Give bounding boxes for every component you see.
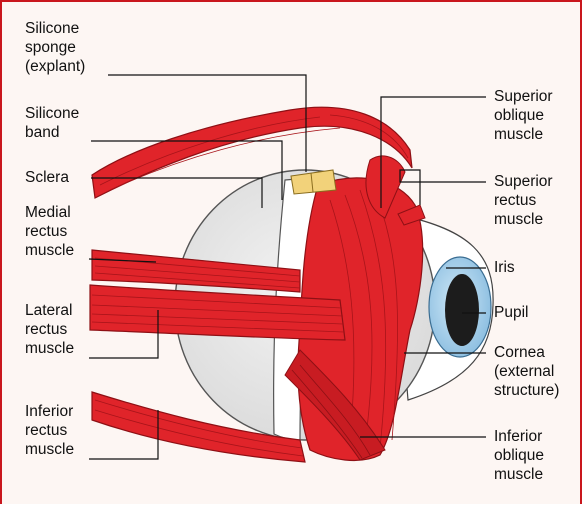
label-iris: Iris [494, 258, 515, 277]
label-silicone-sponge: Silicone sponge (explant) [25, 19, 85, 76]
label-pupil: Pupil [494, 303, 528, 322]
leader-superior-rectus [400, 170, 486, 205]
label-superior-rectus: Superior rectus muscle [494, 172, 553, 229]
label-silicone-band: Silicone band [25, 104, 79, 142]
label-cornea: Cornea (external structure) [494, 343, 559, 400]
label-lateral-rectus: Lateral rectus muscle [25, 301, 74, 358]
pupil-shape [445, 274, 479, 346]
label-superior-oblique: Superior oblique muscle [494, 87, 553, 144]
label-inferior-rectus: Inferior rectus muscle [25, 402, 74, 459]
label-medial-rectus: Medial rectus muscle [25, 203, 74, 260]
label-sclera: Sclera [25, 168, 69, 187]
label-inferior-oblique: Inferior oblique muscle [494, 427, 544, 484]
